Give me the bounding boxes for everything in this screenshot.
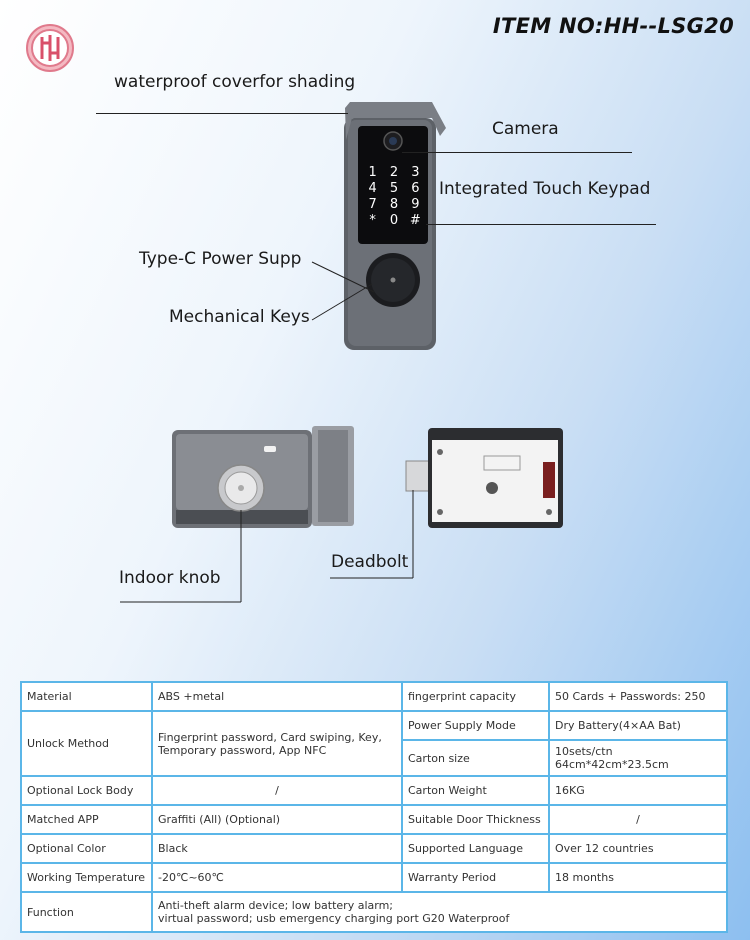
lock-internals: [405, 428, 563, 528]
keypad-key[interactable]: 8: [389, 197, 399, 212]
spec-value: 10sets/ctn 64cm*42cm*23.5cm: [548, 739, 728, 777]
spec-value: 16KG: [548, 775, 728, 806]
item-number: ITEM NO:HH--LSG20: [492, 14, 734, 38]
table-row: Material ABS +metal fingerprint capacity…: [20, 681, 728, 712]
spec-label: Warranty Period: [401, 862, 550, 893]
spec-value-function: Anti-theft alarm device; low battery ala…: [151, 891, 728, 933]
table-row: Optional Color Black Supported Language …: [20, 833, 728, 864]
keypad-key[interactable]: 1: [368, 165, 377, 180]
keypad-key[interactable]: 7: [368, 197, 377, 212]
spec-table: Material ABS +metal fingerprint capacity…: [20, 681, 728, 933]
spec-value: Over 12 countries: [548, 833, 728, 864]
table-row: Function Anti-theft alarm device; low ba…: [20, 891, 728, 933]
keypad-key[interactable]: 6: [411, 181, 420, 196]
spec-label: Optional Color: [20, 833, 153, 864]
spec-label: Matched APP: [20, 804, 153, 835]
keypad-key[interactable]: #: [409, 213, 421, 228]
keypad-key[interactable]: 0: [389, 213, 399, 228]
callout-mech: Mechanical Keys: [169, 307, 310, 327]
keypad-key[interactable]: 9: [411, 197, 420, 212]
spec-value: /: [151, 775, 403, 806]
spec-value: Black: [151, 833, 403, 864]
callout-cover: waterproof coverfor shading: [114, 72, 356, 92]
keypad-key[interactable]: 5: [389, 181, 399, 196]
spec-value: Graffiti (All) (Optional): [151, 804, 403, 835]
keypad-key[interactable]: 4: [368, 181, 377, 196]
callout-camera: Camera: [492, 119, 559, 139]
table-row: Matched APP Graffiti (All) (Optional) Su…: [20, 804, 728, 835]
spec-value: 18 months: [548, 862, 728, 893]
spec-label: Optional Lock Body: [20, 775, 153, 806]
function-line: Anti-theft alarm device; low battery ala…: [158, 899, 394, 912]
leader-line: [426, 224, 656, 225]
table-row: Working Temperature -20℃~60℃ Warranty Pe…: [20, 862, 728, 893]
spec-value: -20℃~60℃: [151, 862, 403, 893]
keypad-key[interactable]: 2: [389, 165, 399, 180]
spec-value: Dry Battery(4×AA Bat): [548, 710, 728, 741]
function-line: virtual password; usb emergency charging…: [158, 912, 510, 925]
keypad-key[interactable]: 3: [411, 165, 420, 180]
spec-label: Power Supply Mode: [401, 710, 550, 741]
spec-value: Fingerprint password, Card swiping, Key,…: [151, 710, 403, 777]
callout-keypad: Integrated Touch Keypad: [439, 179, 651, 199]
spec-label: fingerprint capacity: [401, 681, 550, 712]
spec-label: Carton size: [401, 739, 550, 777]
leader-diagonals: [120, 261, 414, 603]
callout-typec: Type-C Power Supp: [139, 249, 302, 269]
spec-label: Function: [20, 891, 153, 933]
spec-label: Supported Language: [401, 833, 550, 864]
spec-label: Suitable Door Thickness: [401, 804, 550, 835]
spec-label: Working Temperature: [20, 862, 153, 893]
table-row: Carton size 10sets/ctn 64cm*42cm*23.5cm: [21, 739, 728, 777]
leader-line: [402, 152, 632, 153]
keypad-key[interactable]: *: [369, 213, 376, 228]
spec-value: /: [548, 804, 728, 835]
spec-label: Material: [20, 681, 153, 712]
table-row: Optional Lock Body / Carton Weight 16KG: [20, 775, 728, 806]
leader-line: [96, 113, 348, 114]
callout-knob: Indoor knob: [119, 568, 221, 588]
indoor-lock-unit: [172, 426, 354, 528]
table-row: Unlock Method Fingerprint password, Card…: [20, 710, 728, 777]
spec-label: Unlock Method: [20, 710, 153, 777]
keypad: 1 2 3 4 5 6 7 8 9 * 0 #: [362, 165, 426, 228]
spec-value: ABS +metal: [151, 681, 403, 712]
spec-label: Carton Weight: [401, 775, 550, 806]
callout-deadbolt: Deadbolt: [331, 552, 409, 572]
brand-logo-icon: [26, 24, 74, 72]
spec-value: 50 Cards + Passwords: 250: [548, 681, 728, 712]
